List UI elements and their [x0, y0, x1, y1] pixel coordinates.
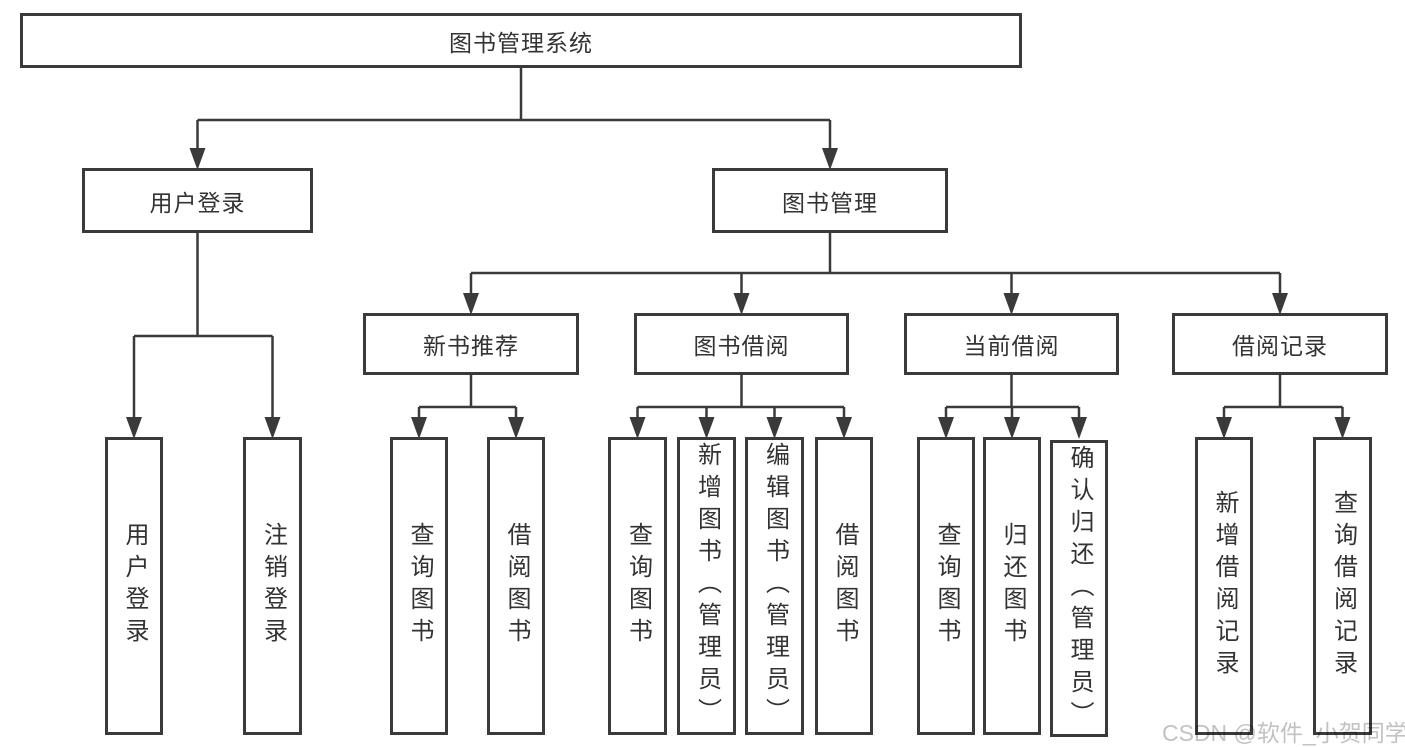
leaf-return-books: 归还图书 — [983, 437, 1041, 735]
leaf-user-login: 用户登录 — [105, 437, 163, 735]
leaf-label: 借阅图书 — [831, 522, 858, 650]
arrow-down-icon — [1004, 417, 1020, 439]
arrow-down-icon — [1216, 417, 1232, 439]
leaf-label: 查询借阅记录 — [1329, 490, 1357, 682]
arrowheads — [126, 148, 1351, 439]
connector-book-borrowing-to-leaves — [636, 375, 846, 419]
node-user-login: 用户登录 — [82, 168, 313, 233]
arrow-down-icon — [508, 417, 524, 439]
csdn-watermark: CSDN @软件_小贺同学 — [1162, 720, 1405, 746]
node-borrow-records: 借阅记录 — [1172, 313, 1388, 375]
leaf-label: 新增图书（管理员） — [693, 442, 721, 730]
node-root-system: 图书管理系统 — [20, 13, 1022, 68]
arrow-down-icon — [629, 417, 646, 439]
node-label: 图书管理 — [782, 189, 878, 216]
leaf-label: 查询图书 — [406, 522, 433, 650]
leaf-add-books-admin: 新增图书（管理员） — [677, 437, 736, 735]
leaf-logout: 注销登录 — [243, 437, 302, 735]
connector-current-borrowing-to-leaves — [944, 375, 1081, 419]
leaf-confirm-return-admin: 确认归还（管理员） — [1050, 440, 1108, 737]
leaf-edit-books-admin: 编辑图书（管理员） — [745, 437, 804, 735]
node-current-borrowing: 当前借阅 — [904, 313, 1119, 375]
node-new-book-recommend: 新书推荐 — [363, 313, 579, 375]
node-label: 新书推荐 — [423, 333, 519, 359]
leaf-label: 借阅图书 — [503, 522, 530, 650]
leaf-label: 用户登录 — [121, 522, 148, 650]
arrow-down-icon — [698, 417, 715, 439]
connector-user-login-to-leaves — [132, 233, 274, 419]
arrow-down-icon — [938, 417, 954, 439]
arrow-down-icon — [1272, 293, 1288, 315]
connector-new-book-recommend-to-leaves — [417, 375, 518, 419]
arrow-down-icon — [1003, 293, 1020, 315]
leaf-label: 查询图书 — [624, 522, 652, 650]
node-book-management: 图书管理 — [712, 168, 948, 233]
leaf-label: 编辑图书（管理员） — [761, 442, 789, 730]
arrow-down-icon — [1071, 417, 1087, 439]
arrow-down-icon — [189, 148, 206, 170]
arrow-down-icon — [1334, 417, 1351, 439]
leaf-label: 新增借阅记录 — [1211, 490, 1238, 682]
node-book-borrowing: 图书借阅 — [634, 313, 849, 375]
arrow-down-icon — [126, 417, 142, 439]
connector-borrow-records-to-leaves — [1222, 375, 1344, 419]
node-label: 借阅记录 — [1232, 333, 1328, 359]
leaf-label: 注销登录 — [259, 522, 287, 650]
leaf-add-borrow-record: 新增借阅记录 — [1195, 437, 1253, 735]
connector-book-management-to-sections — [469, 233, 1282, 295]
node-label: 用户登录 — [149, 189, 246, 216]
arrow-down-icon — [264, 417, 281, 439]
leaf-label: 归还图书 — [999, 522, 1026, 650]
connector-root-to-level2 — [196, 68, 832, 150]
arrow-down-icon — [822, 148, 838, 170]
node-label: 当前借阅 — [963, 333, 1060, 359]
leaf-query-books-recommend: 查询图书 — [390, 437, 448, 735]
leaf-label: 查询图书 — [933, 522, 960, 650]
leaf-borrow-books-borrowing: 借阅图书 — [815, 437, 873, 735]
arrow-down-icon — [733, 293, 750, 315]
leaf-query-books-borrowing: 查询图书 — [608, 437, 667, 735]
arrow-down-icon — [411, 417, 427, 439]
arrow-down-icon — [836, 417, 852, 439]
node-label: 图书借阅 — [693, 333, 790, 359]
leaf-query-books-current: 查询图书 — [917, 437, 975, 735]
leaf-label: 确认归还（管理员） — [1066, 444, 1093, 733]
arrow-down-icon — [766, 417, 783, 439]
node-label: 图书管理系统 — [449, 29, 593, 56]
arrow-down-icon — [463, 293, 479, 315]
leaf-query-borrow-record: 查询借阅记录 — [1313, 437, 1372, 735]
connector-lines — [132, 68, 1344, 419]
leaf-borrow-books-recommend: 借阅图书 — [487, 437, 545, 735]
